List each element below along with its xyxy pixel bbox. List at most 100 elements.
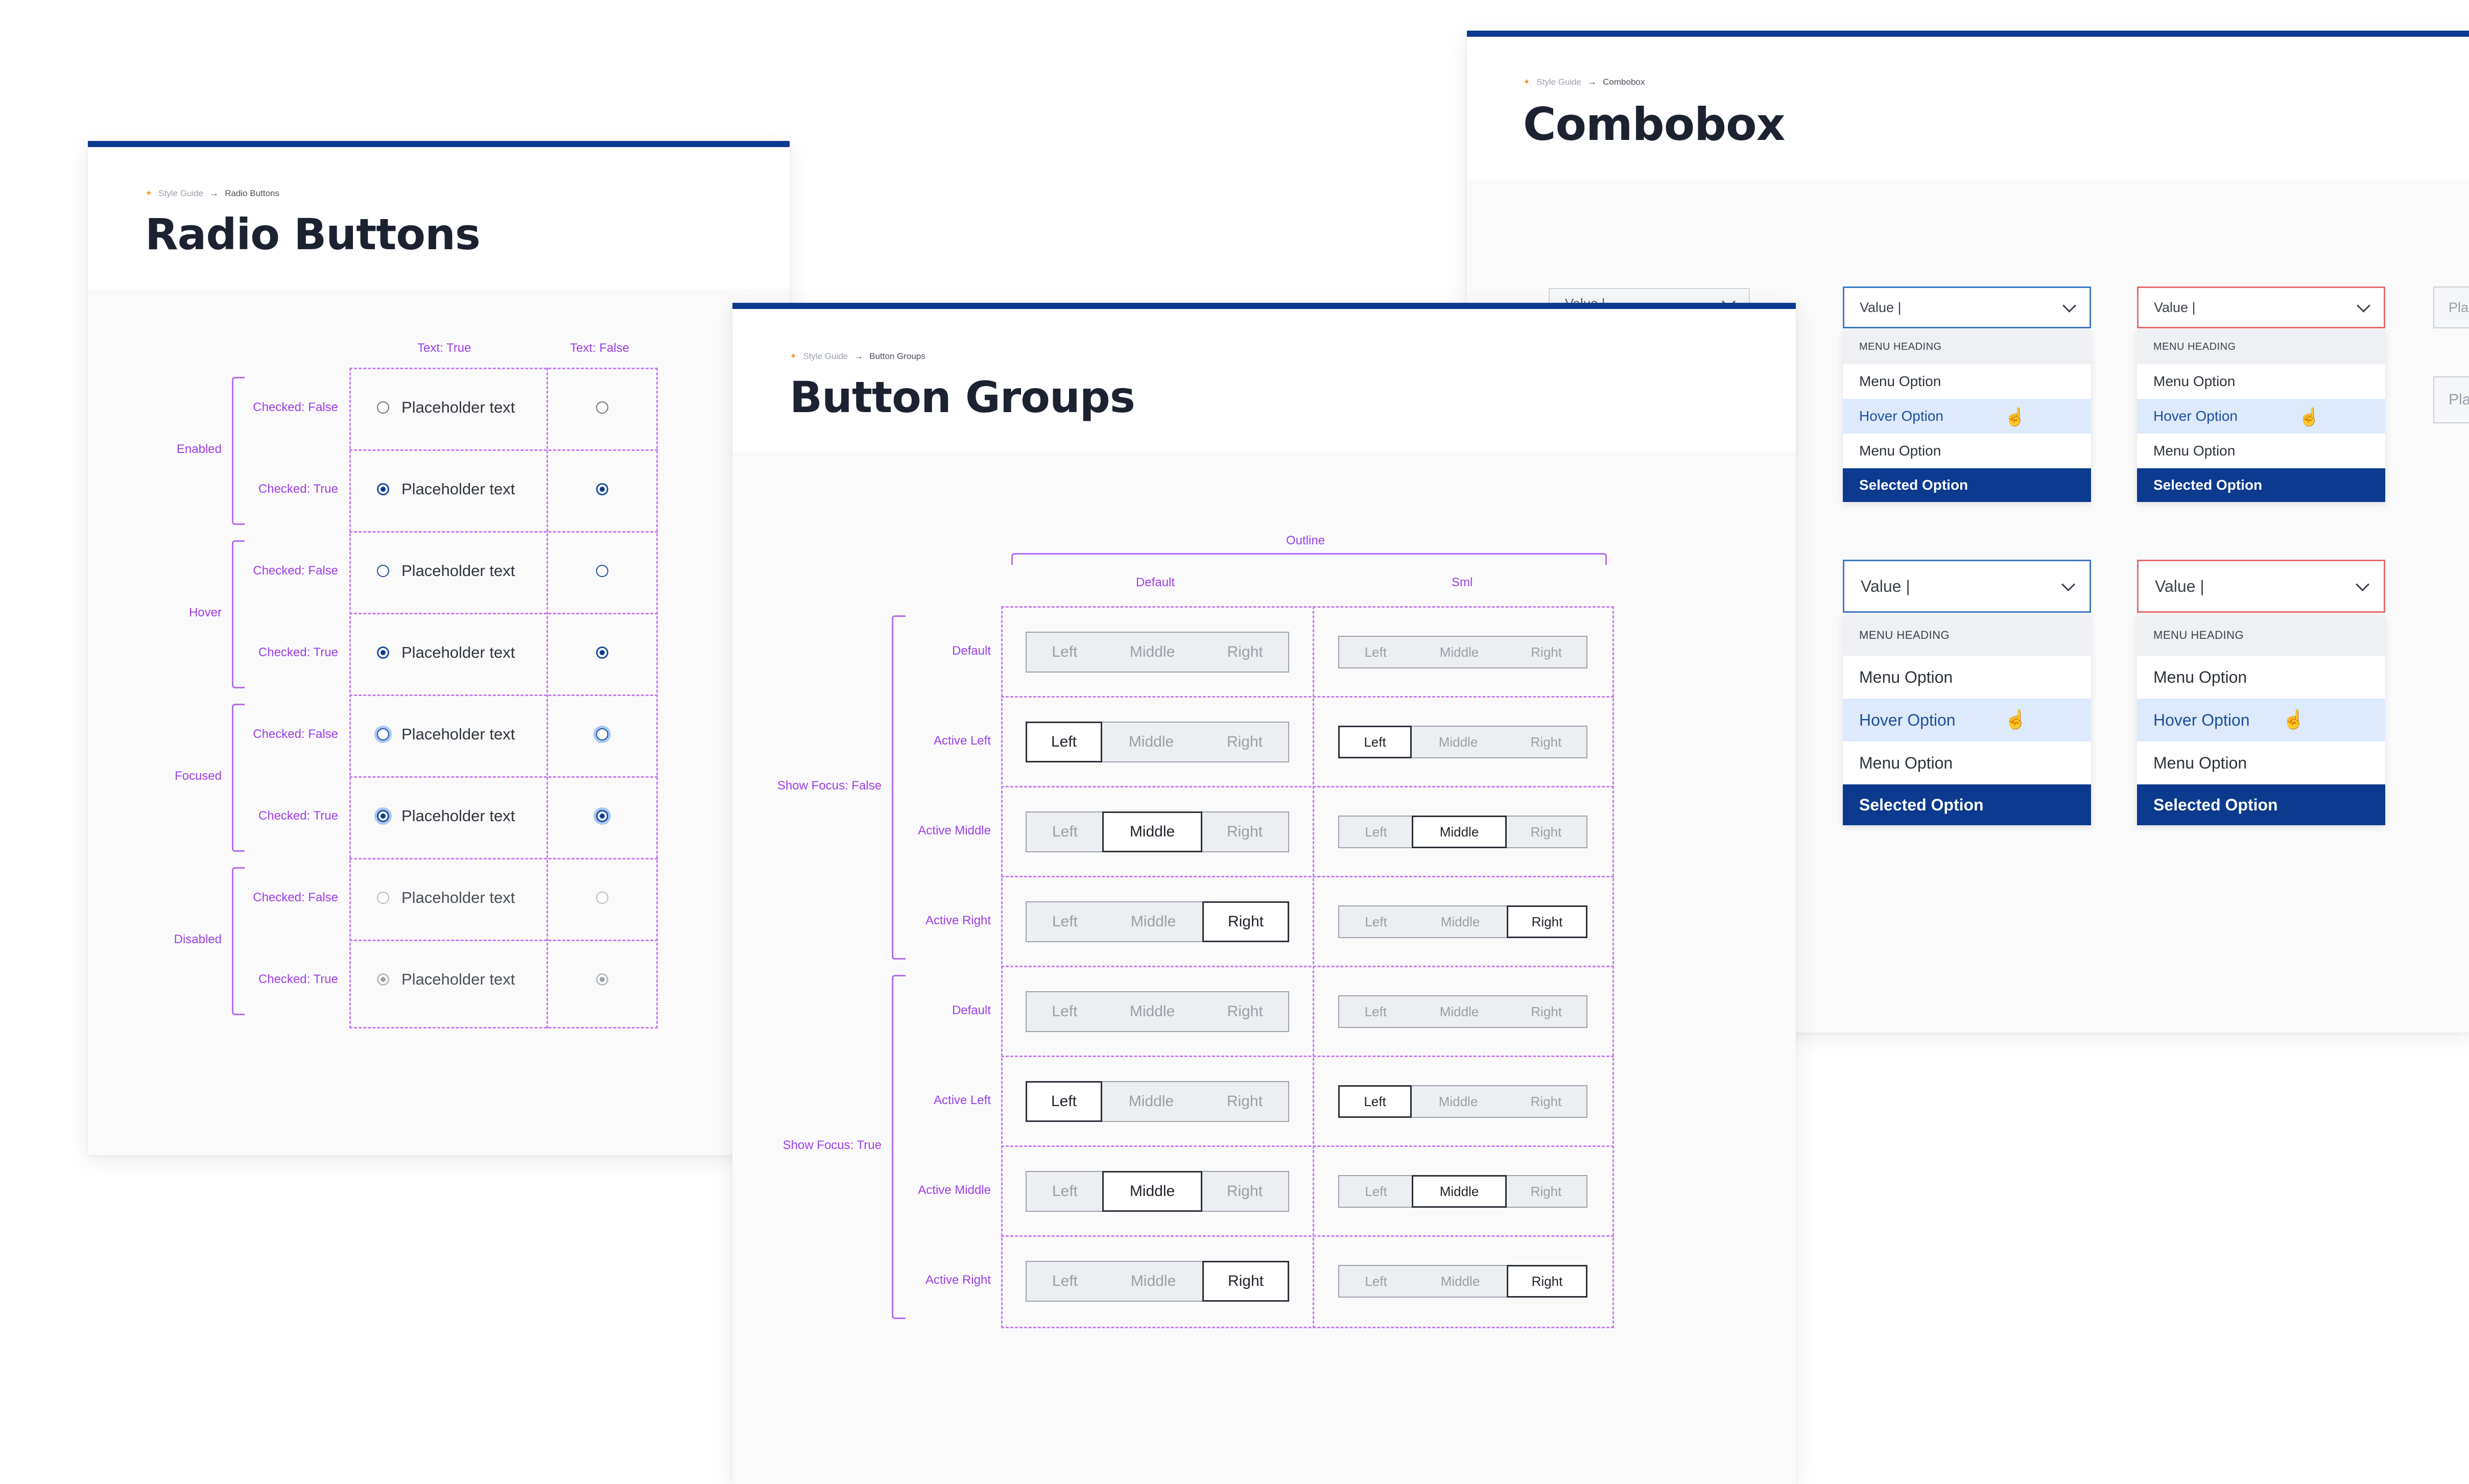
segment-right-sml[interactable]: Right bbox=[1507, 905, 1587, 938]
segment-middle-sml[interactable]: Middle bbox=[1440, 914, 1480, 929]
segment-middle-sml[interactable]: Middle bbox=[1439, 644, 1479, 660]
radio-enabled-unchecked[interactable] bbox=[377, 401, 389, 414]
segment-right-sml[interactable]: Right bbox=[1507, 1265, 1587, 1298]
radio-no-text-enabled-unchecked[interactable] bbox=[596, 401, 608, 414]
segment-left[interactable]: Left bbox=[1052, 1273, 1078, 1289]
segment-middle[interactable]: Middle bbox=[1130, 913, 1176, 930]
button-group-default: Left Middle Right bbox=[1026, 991, 1289, 1032]
combobox-placeholder[interactable]: Pla bbox=[2433, 376, 2469, 423]
segment-middle-sml[interactable]: Middle bbox=[1438, 734, 1478, 750]
menu-option[interactable]: Menu Option bbox=[2153, 373, 2236, 389]
combobox-menu: MENU HEADING Menu Option Hover Option ☝ … bbox=[2137, 615, 2385, 825]
breadcrumb-root[interactable]: Style Guide bbox=[803, 351, 848, 361]
radio-no-text-hover-checked[interactable] bbox=[596, 647, 608, 659]
menu-option-selected[interactable]: Selected Option bbox=[1843, 784, 2091, 825]
segment-right-sml[interactable]: Right bbox=[1530, 824, 1562, 840]
segment-left-sml[interactable]: Left bbox=[1338, 1085, 1412, 1118]
segment-middle-sml[interactable]: Middle bbox=[1440, 1273, 1480, 1289]
radio-focus-checked[interactable] bbox=[377, 810, 389, 822]
segment-right[interactable]: Right bbox=[1202, 901, 1289, 942]
segment-left-sml[interactable]: Left bbox=[1365, 1273, 1387, 1289]
segment-left-sml[interactable]: Left bbox=[1365, 914, 1387, 929]
radio-focus-unchecked[interactable] bbox=[377, 728, 389, 740]
grid-row-divider bbox=[1001, 876, 1614, 877]
button-group-default: Left Middle Right bbox=[1026, 632, 1289, 673]
row-label-checked-true: Checked: True bbox=[258, 972, 338, 986]
segment-right-sml[interactable]: Right bbox=[1530, 1183, 1562, 1199]
segment-right[interactable]: Right bbox=[1226, 1183, 1263, 1200]
menu-option-hover[interactable]: Hover Option ☝ bbox=[1843, 699, 2091, 741]
segment-middle[interactable]: Middle bbox=[1128, 1093, 1174, 1110]
menu-option-hover[interactable]: Hover Option ☝ bbox=[1843, 399, 2091, 434]
segment-middle[interactable]: Middle bbox=[1102, 1171, 1202, 1212]
segment-left-sml[interactable]: Left bbox=[1364, 1003, 1387, 1019]
row-label: Default bbox=[952, 644, 991, 658]
menu-option[interactable]: Menu Option bbox=[2153, 667, 2247, 686]
segment-left[interactable]: Left bbox=[1052, 913, 1078, 930]
radio-label: Placeholder text bbox=[401, 889, 515, 906]
button-card-header: ✦ Style Guide → Button Groups Button Gro… bbox=[732, 309, 1796, 452]
radio-no-text-hover-unchecked[interactable] bbox=[596, 565, 608, 577]
menu-option-selected[interactable]: Selected Option bbox=[2137, 468, 2385, 502]
menu-option-selected[interactable]: Selected Option bbox=[1843, 468, 2091, 502]
segment-left[interactable]: Left bbox=[1052, 823, 1078, 840]
segment-middle-sml[interactable]: Middle bbox=[1412, 1175, 1507, 1208]
page-title: Radio Buttons bbox=[145, 209, 481, 259]
menu-option-hover[interactable]: Hover Option ☝ bbox=[2137, 399, 2385, 434]
segment-left[interactable]: Left bbox=[1026, 722, 1102, 762]
menu-option[interactable]: Menu Option bbox=[2153, 443, 2236, 459]
radio-no-text-focus-unchecked[interactable] bbox=[596, 728, 608, 740]
radio-hover-unchecked[interactable] bbox=[377, 565, 389, 577]
segment-middle[interactable]: Middle bbox=[1130, 1273, 1176, 1289]
breadcrumb-root[interactable]: Style Guide bbox=[1536, 77, 1582, 87]
combobox-focused-open-large[interactable]: Value | bbox=[1843, 560, 2091, 613]
segment-middle-sml[interactable]: Middle bbox=[1439, 1003, 1479, 1019]
radio-no-text-enabled-checked[interactable] bbox=[596, 483, 608, 495]
segment-left[interactable]: Left bbox=[1052, 1183, 1078, 1200]
menu-option[interactable]: Menu Option bbox=[1859, 443, 1941, 459]
segment-middle[interactable]: Middle bbox=[1129, 1003, 1175, 1020]
radio-no-text-focus-checked[interactable] bbox=[596, 810, 608, 822]
segment-left[interactable]: Left bbox=[1026, 1081, 1102, 1122]
grid-row-divider bbox=[349, 940, 658, 941]
segment-right-sml[interactable]: Right bbox=[1530, 1093, 1562, 1109]
segment-right[interactable]: Right bbox=[1226, 823, 1263, 840]
menu-option[interactable]: Menu Option bbox=[1859, 753, 1953, 772]
segment-left[interactable]: Left bbox=[1052, 1003, 1078, 1020]
menu-option-hover[interactable]: Hover Option ☝ bbox=[2137, 699, 2385, 741]
segment-middle[interactable]: Middle bbox=[1128, 733, 1174, 750]
breadcrumb-root[interactable]: Style Guide bbox=[158, 188, 204, 198]
radio-enabled-checked[interactable] bbox=[377, 483, 389, 495]
radio-hover-checked[interactable] bbox=[377, 647, 389, 659]
segment-right-sml[interactable]: Right bbox=[1531, 1003, 1562, 1019]
grid-divider bbox=[1313, 606, 1314, 1328]
segment-middle-sml[interactable]: Middle bbox=[1438, 1093, 1478, 1109]
combobox-focused-open[interactable]: Value | bbox=[1843, 286, 2091, 328]
segment-left-sml[interactable]: Left bbox=[1365, 824, 1387, 840]
menu-option[interactable]: Menu Option bbox=[2153, 753, 2247, 772]
style-guide-icon: ✦ bbox=[790, 351, 797, 361]
segment-right[interactable]: Right bbox=[1202, 1261, 1289, 1302]
row-label-checked-true: Checked: True bbox=[258, 809, 338, 823]
segment-right[interactable]: Right bbox=[1226, 1093, 1263, 1110]
segment-right[interactable]: Right bbox=[1227, 643, 1263, 660]
menu-option[interactable]: Menu Option bbox=[1859, 373, 1941, 389]
button-group-sml: Left Middle Right bbox=[1338, 1265, 1587, 1298]
menu-option-selected[interactable]: Selected Option bbox=[2137, 784, 2385, 825]
segment-left-sml[interactable]: Left bbox=[1365, 1183, 1387, 1199]
grid-row-divider bbox=[1001, 1145, 1614, 1147]
segment-middle-sml[interactable]: Middle bbox=[1412, 816, 1507, 848]
segment-left-sml[interactable]: Left bbox=[1364, 644, 1387, 660]
segment-right-sml[interactable]: Right bbox=[1530, 734, 1562, 750]
combobox-error-open-large[interactable]: Value | bbox=[2137, 560, 2385, 613]
segment-left[interactable]: Left bbox=[1052, 643, 1078, 660]
combobox-error-open[interactable]: Value | bbox=[2137, 286, 2385, 328]
segment-middle[interactable]: Middle bbox=[1129, 643, 1175, 660]
segment-right[interactable]: Right bbox=[1227, 1003, 1263, 1020]
segment-right-sml[interactable]: Right bbox=[1531, 644, 1562, 660]
segment-middle[interactable]: Middle bbox=[1102, 811, 1202, 852]
menu-option[interactable]: Menu Option bbox=[1859, 667, 1953, 686]
combobox-placeholder[interactable]: Pla bbox=[2433, 286, 2469, 328]
segment-left-sml[interactable]: Left bbox=[1338, 726, 1412, 758]
segment-right[interactable]: Right bbox=[1226, 733, 1263, 750]
